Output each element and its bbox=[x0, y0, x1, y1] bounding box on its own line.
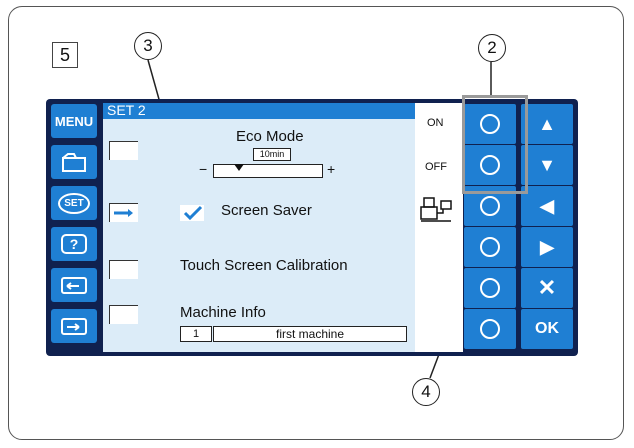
eco-mode-value: 10min bbox=[253, 148, 291, 161]
highlight-frame bbox=[462, 95, 528, 194]
set-button[interactable]: SET bbox=[51, 186, 97, 220]
on-label: ON bbox=[427, 117, 444, 129]
select-button-4[interactable] bbox=[464, 227, 516, 267]
slider-indicator-icon bbox=[234, 164, 244, 171]
callout-4: 4 bbox=[412, 378, 440, 406]
cancel-button[interactable]: ✕ bbox=[521, 268, 573, 308]
folder-icon bbox=[62, 153, 86, 172]
arrow-right-icon: ▶ bbox=[540, 236, 554, 257]
card-out-button[interactable] bbox=[51, 309, 97, 343]
circle-icon bbox=[480, 237, 500, 257]
circle-icon bbox=[480, 155, 500, 175]
option-label-strip: ON OFF bbox=[415, 103, 463, 352]
eco-mode-checkbox[interactable] bbox=[109, 141, 138, 160]
touch-screen: MENU SET ? SET 2 Eco Mode 10min − bbox=[46, 99, 578, 356]
machine-info-label: Machine Info bbox=[180, 304, 266, 321]
circle-icon bbox=[480, 114, 500, 134]
touch-calibration-checkbox[interactable] bbox=[109, 260, 138, 279]
machine-network-icon bbox=[420, 197, 452, 222]
select-button-6[interactable] bbox=[464, 309, 516, 349]
help-button[interactable]: ? bbox=[51, 227, 97, 261]
on-button[interactable] bbox=[464, 104, 516, 144]
screen-saver-selector[interactable] bbox=[109, 203, 138, 222]
touch-calibration-label: Touch Screen Calibration bbox=[180, 257, 348, 274]
screen-saver-label: Screen Saver bbox=[221, 202, 312, 219]
card-out-icon bbox=[61, 318, 87, 335]
panel-title-bar: SET 2 bbox=[103, 103, 415, 119]
right-button[interactable]: ▶ bbox=[521, 227, 573, 267]
up-button[interactable]: ▲ bbox=[521, 104, 573, 144]
menu-button[interactable]: MENU bbox=[51, 104, 97, 138]
checkmark-icon bbox=[183, 205, 203, 221]
select-button-5[interactable] bbox=[464, 268, 516, 308]
circle-icon bbox=[480, 196, 500, 216]
screen-saver-checkbox[interactable] bbox=[180, 205, 204, 221]
folder-button[interactable] bbox=[51, 145, 97, 179]
left-button[interactable]: ◀ bbox=[521, 186, 573, 226]
callout-2: 2 bbox=[478, 34, 506, 62]
settings-panel: SET 2 Eco Mode 10min − + Screen Saver To… bbox=[103, 103, 415, 352]
arrow-left-icon: ◀ bbox=[540, 195, 554, 216]
eco-mode-slider[interactable] bbox=[213, 164, 323, 178]
circle-icon bbox=[480, 319, 500, 339]
arrow-right-icon bbox=[114, 209, 133, 217]
help-icon: ? bbox=[60, 234, 88, 254]
arrow-down-icon: ▼ bbox=[538, 154, 556, 175]
ok-button[interactable]: OK bbox=[521, 309, 573, 349]
machine-number: 1 bbox=[180, 326, 212, 342]
close-icon: ✕ bbox=[537, 275, 557, 300]
eco-minus-button[interactable]: − bbox=[199, 161, 208, 177]
circle-icon bbox=[480, 278, 500, 298]
machine-info-checkbox[interactable] bbox=[109, 305, 138, 324]
card-in-icon bbox=[61, 277, 87, 294]
arrow-up-icon: ▲ bbox=[538, 113, 556, 134]
panel-title: SET 2 bbox=[107, 103, 146, 118]
callout-3: 3 bbox=[134, 32, 162, 60]
card-in-button[interactable] bbox=[51, 268, 97, 302]
ok-label: OK bbox=[535, 320, 559, 337]
machine-name: first machine bbox=[213, 326, 407, 342]
off-label: OFF bbox=[425, 161, 447, 173]
eco-mode-label: Eco Mode bbox=[236, 128, 304, 145]
eco-plus-button[interactable]: + bbox=[327, 161, 336, 177]
set-icon: SET bbox=[58, 192, 90, 214]
down-button[interactable]: ▼ bbox=[521, 145, 573, 185]
menu-label: MENU bbox=[54, 113, 94, 129]
off-button[interactable] bbox=[464, 145, 516, 185]
step-number: 5 bbox=[52, 42, 78, 68]
